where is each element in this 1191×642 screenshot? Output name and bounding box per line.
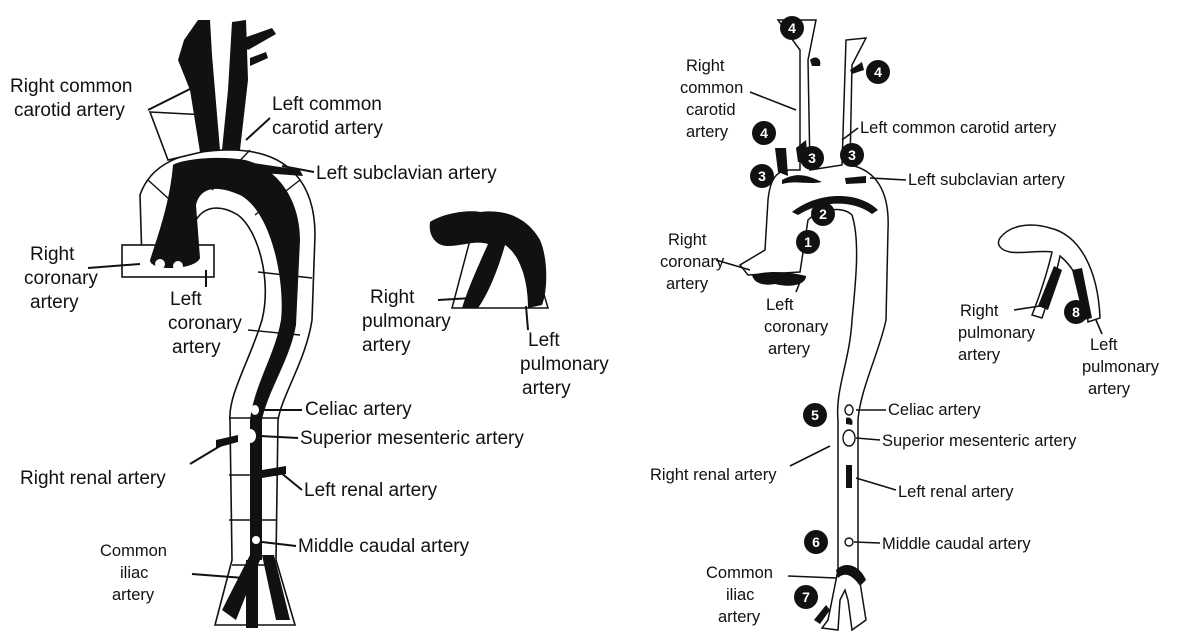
svg-text:1: 1 [804,234,812,250]
badge-3b: 3 [800,146,824,170]
left-label-left-coronary: Left coronary artery [168,289,247,358]
left-label-left-subclavian: Left subclavian artery [316,163,497,184]
leader-line [280,472,302,490]
svg-text:3: 3 [848,147,856,163]
svg-text:4: 4 [874,64,882,80]
badge-4b: 4 [866,60,890,84]
badge-1: 1 [796,230,820,254]
leader-line [788,576,836,578]
svg-text:4: 4 [760,125,768,141]
right-label-right-common-carotid: Right common carotid artery [680,57,748,141]
right-label-common-iliac: Common iliac artery [706,564,778,626]
svg-text:5: 5 [811,407,819,423]
badge-2: 2 [811,202,835,226]
leader-line [1096,320,1102,334]
svg-text:2: 2 [819,206,827,222]
badge-5: 5 [803,403,827,427]
badge-6: 6 [804,530,828,554]
right-label-left-subclavian: Left subclavian artery [908,171,1066,189]
left-label-right-common-carotid: Right common carotid artery [10,76,138,121]
svg-text:6: 6 [812,534,820,550]
left-label-left-renal: Left renal artery [304,480,438,501]
right-pulmonary-inset: 8 Right pulmonary artery Left pulmonary … [958,225,1164,398]
left-label-superior-mesenteric: Superior mesenteric artery [300,428,524,449]
leader-line [854,542,880,543]
leader-line [148,88,192,110]
badge-8: 8 [1064,300,1088,324]
left-label-middle-caudal: Middle caudal artery [298,536,470,557]
left-label-left-pulmonary: Left pulmonary artery [520,330,614,399]
right-label-right-coronary: Right coronary artery [660,231,729,293]
right-label-left-renal: Left renal artery [898,483,1014,501]
left-label-common-iliac: Common iliac artery [100,542,172,604]
right-label-right-renal: Right renal artery [650,466,777,484]
leader-line [750,92,796,110]
leader-line [790,446,830,466]
badge-3c: 3 [840,143,864,167]
left-label-celiac: Celiac artery [305,399,412,420]
right-diagram: 4 4 4 3 3 3 2 1 5 6 7 Right common carot… [650,16,1077,630]
left-pulmonary-inset: Right pulmonary artery Left pulmonary ar… [362,211,614,399]
badge-4c: 4 [752,121,776,145]
leader-line [856,478,896,490]
left-label-right-pulmonary: Right pulmonary artery [362,287,456,356]
left-label-right-coronary: Right coronary artery [24,244,103,313]
left-label-left-common-carotid: Left common carotid artery [272,94,387,139]
right-label-left-common-carotid: Left common carotid artery [860,119,1057,137]
svg-text:3: 3 [808,150,816,166]
leader-line [526,306,528,330]
svg-text:8: 8 [1072,304,1080,320]
right-label-left-coronary: Left coronary artery [764,296,833,358]
right-label-left-pulmonary: Left pulmonary artery [1082,336,1164,398]
svg-text:4: 4 [788,20,796,36]
svg-text:7: 7 [802,589,810,605]
leader-line [190,440,230,464]
svg-text:3: 3 [758,168,766,184]
right-label-superior-mesenteric: Superior mesenteric artery [882,432,1077,450]
left-label-right-renal: Right renal artery [20,468,166,489]
leader-line [246,118,270,140]
badge-3a: 3 [750,164,774,188]
right-label-right-pulmonary: Right pulmonary artery [958,302,1040,364]
right-label-middle-caudal: Middle caudal artery [882,535,1031,553]
badge-4a: 4 [780,16,804,40]
leader-line [856,438,880,440]
right-label-celiac: Celiac artery [888,401,981,419]
badge-7: 7 [794,585,818,609]
